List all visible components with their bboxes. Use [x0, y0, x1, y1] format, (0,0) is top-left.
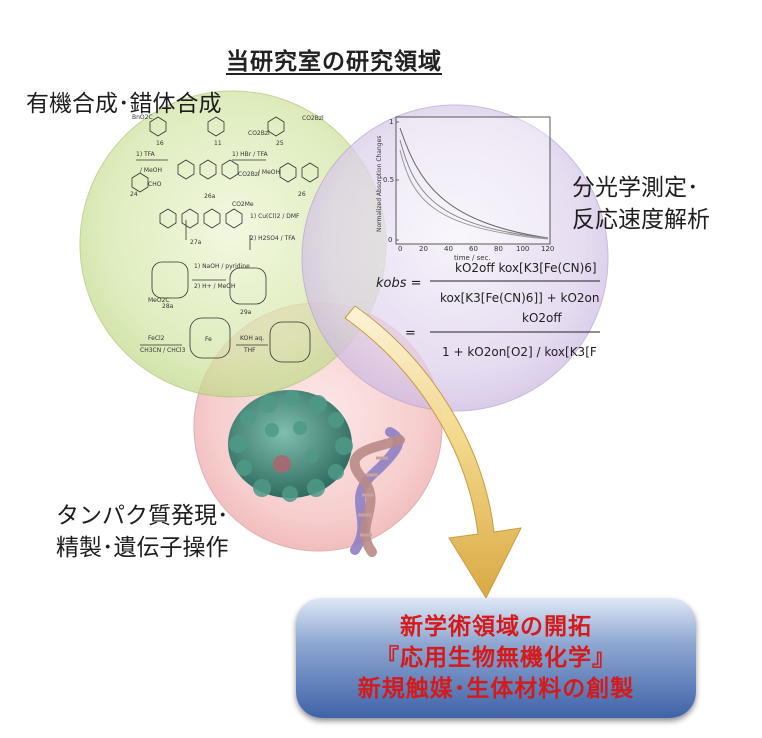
- scheme-label: 11: [214, 140, 222, 147]
- x-tick-label: 40: [444, 245, 453, 253]
- result-line1: 新学術領域の開拓: [400, 614, 592, 640]
- scheme-label: BnO2C: [132, 114, 153, 121]
- spectroscopy-label-line2: 反応速度解析: [572, 207, 710, 233]
- equation-denominator: kox[K3[Fe(CN)6]] + kO2on: [440, 291, 599, 305]
- x-tick-label: 0: [398, 245, 402, 253]
- spectroscopy-label: 分光学測定･ 反応速度解析: [572, 172, 710, 236]
- scheme-label: 26: [298, 191, 306, 198]
- scheme-label: 1) Cu(Cl)2 / DMF: [250, 213, 300, 220]
- scheme-label: CO2Me: [232, 201, 254, 208]
- rate-equation: kobs = kO2off kox[K3[Fe(CN)6] kox[K3[Fe(…: [376, 261, 600, 359]
- x-tick-label: 80: [494, 245, 503, 253]
- x-tick-label: 20: [419, 245, 428, 253]
- equation-lhs: kobs =: [376, 276, 422, 291]
- y-tick-label: 0.5: [383, 176, 394, 184]
- scheme-label: 25: [276, 140, 284, 147]
- result-line3: 新規触媒･生体材料の創製: [357, 676, 635, 702]
- result-box: 新学術領域の開拓 『応用生物無機化学』 新規触媒･生体材料の創製: [296, 598, 696, 718]
- y-axis-label: Normalized Absorption Changes: [376, 136, 383, 232]
- scheme-label: 26a: [204, 193, 216, 200]
- scheme-label: CH3CN / CHCl3: [140, 347, 186, 354]
- scheme-label: / MeOH: [258, 169, 280, 176]
- scheme-label: 2) H2SO4 / TFA: [250, 235, 296, 242]
- scheme-label: 2) H+ / MeOH: [194, 283, 236, 290]
- scheme-label: KOH aq.: [240, 335, 264, 342]
- equals-sign: =: [405, 326, 416, 341]
- equation-numerator: kO2off: [522, 311, 562, 325]
- page-title: 当研究室の研究領域: [226, 49, 442, 75]
- result-line2: 『応用生物無機化学』: [376, 645, 616, 671]
- synthesis-label: 有機合成･錯体合成: [26, 88, 222, 120]
- scheme-label: 29a: [240, 309, 252, 316]
- synthesis-label-text: 有機合成･錯体合成: [26, 91, 222, 117]
- synthesis-scheme: [131, 116, 319, 363]
- synthesis-scheme-text: BnO2C CO2Bzl CO2Bzl 16 11 25 1) TFA / Me…: [130, 114, 324, 354]
- scheme-label: CHO: [148, 181, 162, 188]
- scheme-label: 28a: [162, 303, 174, 310]
- scheme-label: / MeOH: [140, 167, 162, 174]
- scheme-label: Fe: [205, 336, 212, 343]
- scheme-label: MeO2C: [148, 297, 170, 304]
- equation-denominator: 1 + kO2on[O2] / kox[K3[F: [442, 345, 597, 359]
- x-tick-label: 60: [469, 245, 478, 253]
- scheme-label: CO2Bzl: [238, 171, 260, 178]
- spectroscopy-label-line1: 分光学測定･: [572, 175, 699, 201]
- scheme-label: CO2Bzl: [302, 115, 324, 122]
- scheme-label: 1) NaOH / pyridine: [194, 263, 250, 270]
- protein-label: タンパク質発現･ 精製･遺伝子操作: [56, 500, 229, 564]
- scheme-label: CO2Bzl: [248, 130, 270, 137]
- x-tick-label: 100: [516, 245, 529, 253]
- protein-label-line1: タンパク質発現･: [56, 503, 229, 529]
- scheme-label: 16: [156, 140, 164, 147]
- equation-numerator: kO2off kox[K3[Fe(CN)6]: [455, 261, 597, 275]
- y-tick-label: 0: [388, 236, 392, 244]
- convergence-arrow: [344, 305, 522, 600]
- dna-helix-image: [349, 427, 405, 557]
- x-axis-label: time / sec.: [454, 254, 491, 262]
- scheme-label: 1) TFA: [136, 151, 156, 158]
- scheme-label: 24: [130, 191, 138, 198]
- x-tick-label: 120: [541, 245, 554, 253]
- kinetics-plot: 0 0.5 1 0 20 40 60 80 100 120 time / sec…: [376, 116, 554, 262]
- scheme-label: THF: [243, 347, 256, 354]
- scheme-label: 27a: [190, 239, 202, 246]
- y-tick-label: 1: [389, 118, 393, 126]
- protein-label-line2: 精製･遺伝子操作: [56, 535, 229, 561]
- scheme-label: 1) HBr / TFA: [232, 151, 269, 158]
- scheme-label: FeCl2: [148, 335, 165, 342]
- protein-structure-image: [228, 390, 353, 502]
